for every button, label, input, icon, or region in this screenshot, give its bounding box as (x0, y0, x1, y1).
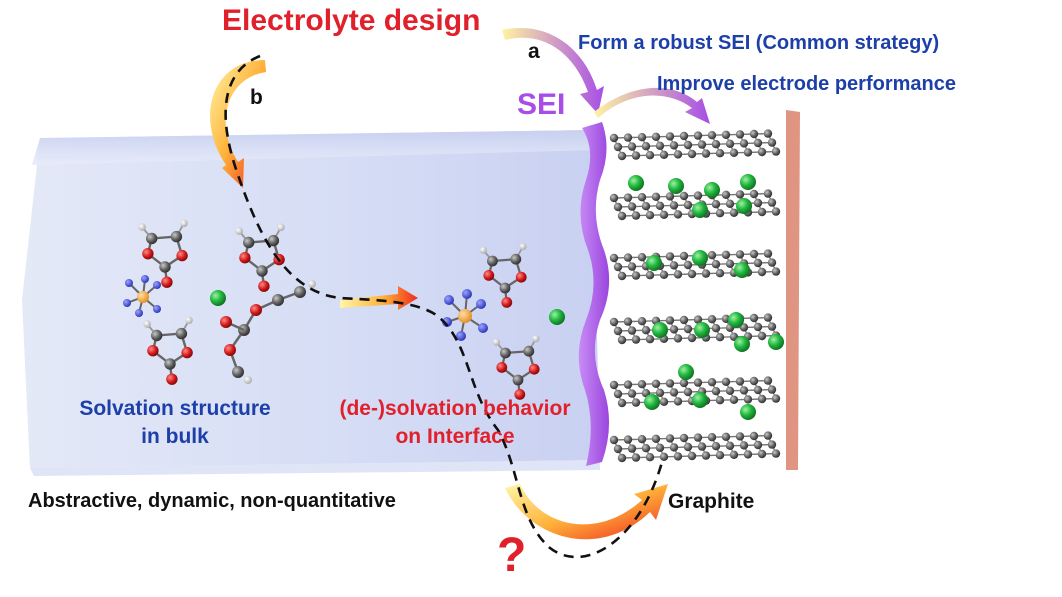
bulk-label-line2: in bulk (141, 425, 209, 448)
bulk-label: Solvation structure in bulk (50, 395, 300, 451)
arrow-bulk-to-interface (340, 286, 418, 310)
carbonate-molecule (479, 243, 527, 308)
li-ion (704, 182, 720, 198)
carbonate-molecule (492, 335, 540, 400)
interface-label-line1: (de-)solvation behavior (339, 397, 571, 420)
li-ion (728, 312, 744, 328)
li-ion (694, 322, 710, 338)
interface-li-ion (549, 309, 565, 325)
li-ion (692, 392, 708, 408)
li-ion (692, 250, 708, 266)
electrolyte-slab (22, 130, 600, 476)
graphene-sheet (609, 129, 781, 161)
li-ion (652, 322, 668, 338)
caption-left: Abstractive, dynamic, non-quantitative (28, 490, 396, 512)
arrow-sei-to-electrode (594, 87, 710, 124)
path-a-label: a (528, 40, 540, 63)
arrow-to-graphite (505, 484, 668, 540)
path-b-label: b (250, 86, 263, 109)
graphite-electrode (609, 110, 800, 470)
page-title: Electrolyte design (222, 4, 481, 37)
carbonate-molecule (138, 219, 188, 288)
sei-strategy-line2: Improve electrode performance (657, 73, 956, 95)
li-ion (644, 394, 660, 410)
li-ion (768, 334, 784, 350)
li-ion (740, 404, 756, 420)
interface-label-line2: on Interface (395, 425, 515, 448)
li-ion (678, 364, 694, 380)
lithium-ions-intercalated (628, 174, 784, 420)
li-ion (628, 175, 644, 191)
interface-anion (442, 289, 488, 341)
dashed-pathway (224, 54, 664, 559)
sei-label: SEI (517, 88, 566, 121)
caption-graphite: Graphite (668, 490, 755, 513)
solvent-molecules (138, 219, 540, 400)
question-mark: ? (497, 529, 527, 582)
sei-strategy-line1: Form a robust SEI (Common strategy) (578, 32, 940, 54)
arrow-a (502, 27, 604, 114)
li-ion (734, 336, 750, 352)
li-ion (736, 198, 752, 214)
li-ion (646, 255, 662, 271)
li-ion (692, 202, 708, 218)
interface-label: (de-)solvation behavior on Interface (305, 395, 605, 451)
graphene-sheet (609, 431, 781, 463)
linear-carbonate-molecule (220, 280, 316, 384)
bulk-label-line1: Solvation structure (79, 397, 271, 420)
li-ion (734, 262, 750, 278)
carbonate-molecule (143, 316, 193, 385)
li-ion (668, 178, 684, 194)
bulk-li-ion (210, 290, 226, 306)
sei-layer (578, 122, 610, 466)
bulk-anion (123, 275, 161, 317)
li-ion (740, 174, 756, 190)
arrow-b (210, 60, 266, 188)
